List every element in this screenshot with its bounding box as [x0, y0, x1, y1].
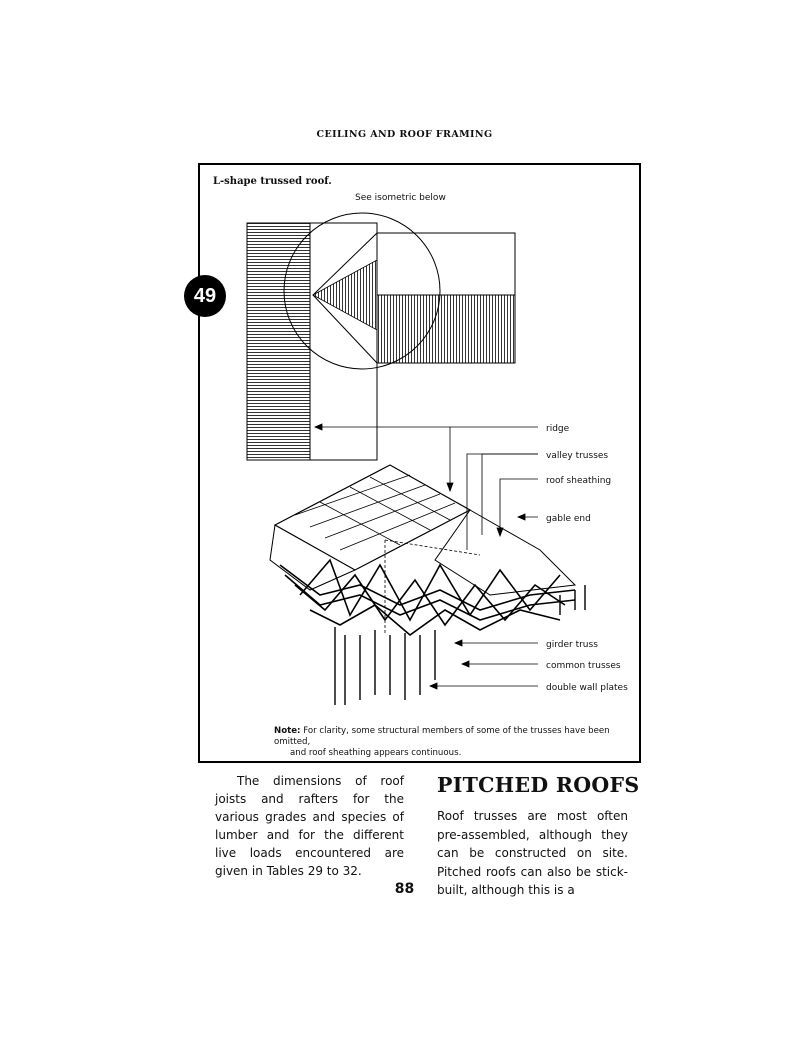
plan-vertical-wing — [246, 222, 311, 461]
chapter-badge: 49 — [184, 275, 226, 317]
plan-horizontal-wing-plain — [376, 232, 516, 296]
plan-valley-hatch — [312, 259, 378, 331]
body-text-right: Roof trusses are most often pre-assemble… — [437, 809, 628, 897]
figure-frame: L-shape trussed roof. See isometric belo… — [198, 163, 641, 763]
plan-view: See isometric below — [246, 193, 516, 461]
plan-caption: See isometric below — [355, 193, 446, 203]
figure-note: Note: For clarity, some structural membe… — [274, 726, 634, 759]
section-heading: PITCHED ROOFS — [437, 773, 640, 797]
figure-title: L-shape trussed roof. — [213, 176, 332, 187]
note-label: Note: — [274, 726, 301, 736]
callout-leaders — [313, 423, 538, 690]
page-number: 88 — [394, 881, 415, 897]
label-valley-trusses: valley trusses — [546, 451, 608, 461]
running-head: CEILING AND ROOF FRAMING — [316, 129, 493, 140]
roof-diagram: See isometric below — [246, 193, 628, 705]
detail-circle — [283, 212, 441, 370]
note-line-2: and roof sheathing appears continuous. — [290, 748, 462, 758]
body-text-left: The dimensions of roof joists and rafter… — [215, 774, 404, 878]
gable-end-panel — [434, 509, 577, 596]
label-roof-sheathing: roof sheathing — [546, 476, 611, 486]
label-double-wall-plates: double wall plates — [546, 683, 628, 693]
label-common-trusses: common trusses — [546, 661, 621, 671]
label-girder-truss: girder truss — [546, 640, 598, 650]
label-gable-end: gable end — [546, 514, 591, 524]
isometric-view — [269, 464, 586, 705]
note-line-1: For clarity, some structural members of … — [274, 726, 610, 747]
label-ridge: ridge — [546, 424, 570, 434]
plan-horizontal-wing-hatched — [376, 294, 516, 364]
